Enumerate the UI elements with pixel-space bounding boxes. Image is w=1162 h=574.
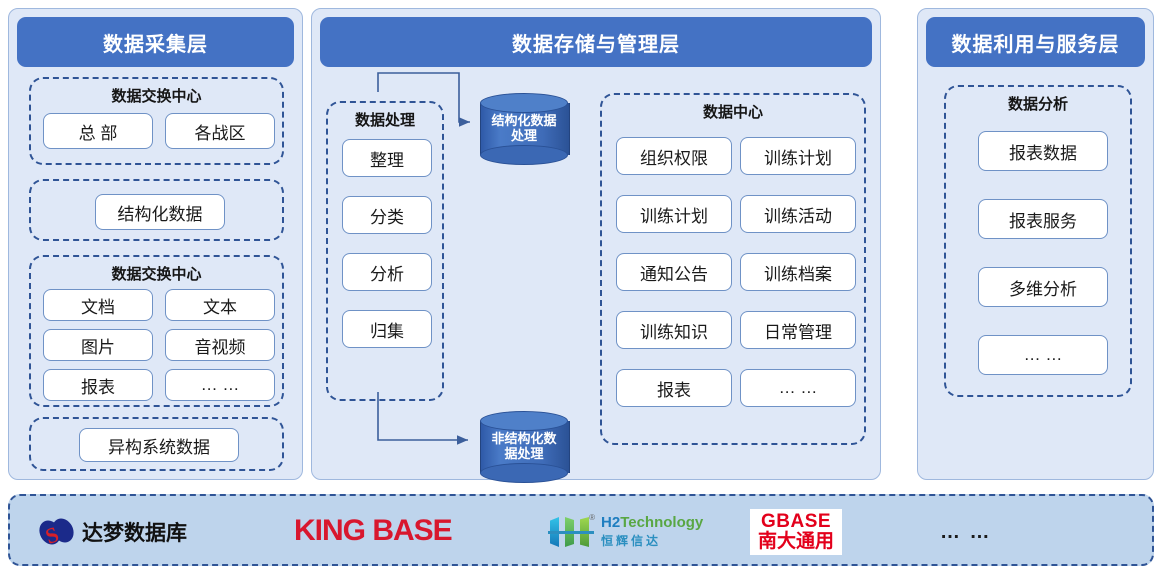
- vendor-h2technology-label-cn: 恒辉信达: [601, 533, 662, 548]
- chip-war-zones[interactable]: 各战区: [165, 113, 275, 149]
- chip-heterogeneous-system-data[interactable]: 异构系统数据: [79, 428, 239, 462]
- dameng-logo-icon: S: [35, 514, 78, 549]
- chip-analyze[interactable]: 分析: [342, 253, 432, 291]
- group-exchange-center-top: 数据交换中心 总 部 各战区: [29, 77, 284, 165]
- chip-more-collect[interactable]: … …: [165, 369, 275, 401]
- chip-training-plan-1[interactable]: 训练计划: [740, 137, 856, 175]
- chip-classify[interactable]: 分类: [342, 196, 432, 234]
- chip-training-plan-2[interactable]: 训练计划: [616, 195, 732, 233]
- cylinder-bottom-ellipse: [480, 463, 568, 483]
- panel-title-data-utilization-service: 数据利用与服务层: [926, 17, 1145, 67]
- vendor-gbase[interactable]: GBASE 南大通用: [750, 504, 843, 560]
- group-title-data-processing: 数据处理: [354, 112, 415, 129]
- vendor-dameng-label: 达梦数据库: [82, 522, 187, 545]
- gbase-logo-box: GBASE 南大通用: [750, 509, 843, 555]
- cylinder-label-line1: 结构化数据: [491, 113, 557, 129]
- registered-trademark-icon: ®: [589, 513, 595, 522]
- cylinder-top-ellipse: [480, 411, 568, 431]
- chip-daily-management[interactable]: 日常管理: [740, 311, 856, 349]
- chip-structured-data[interactable]: 结构化数据: [95, 194, 225, 230]
- chip-document[interactable]: 文档: [43, 289, 153, 321]
- panel-data-utilization-service: 数据利用与服务层 数据分析 报表数据 报表服务 多维分析 … …: [917, 8, 1154, 480]
- vendor-kingbase-label: KING BASE: [294, 514, 453, 547]
- chip-report-center[interactable]: 报表: [616, 369, 732, 407]
- group-data-center: 数据中心 组织权限 训练计划 训练计划 训练活动 通知公告 训练档案 训练知识 …: [600, 93, 866, 445]
- cylinder-bottom-ellipse: [480, 145, 568, 165]
- chip-training-archive[interactable]: 训练档案: [740, 253, 856, 291]
- panel-title-data-storage-management: 数据存储与管理层: [320, 17, 872, 67]
- group-title-data-analysis: 数据分析: [1007, 96, 1068, 113]
- cylinder-label-line1: 非结构化数: [491, 431, 557, 447]
- vendor-dameng[interactable]: S 达梦数据库: [35, 510, 187, 554]
- panel-data-collection: 数据采集层 数据交换中心 总 部 各战区 结构化数据 数据交换中心 文档 文本 …: [8, 8, 303, 480]
- group-heterogeneous-system: 异构系统数据: [29, 417, 284, 471]
- chip-aggregate[interactable]: 归集: [342, 310, 432, 348]
- vendor-gbase-label-cn: 南大通用: [758, 531, 835, 552]
- group-data-analysis: 数据分析 报表数据 报表服务 多维分析 … …: [944, 85, 1132, 397]
- group-title-exchange-center-top: 数据交换中心: [111, 88, 202, 105]
- chip-training-activity[interactable]: 训练活动: [740, 195, 856, 233]
- vendor-support-bar: S 达梦数据库 KING BASE ® H2Technology 恒辉信达: [8, 494, 1154, 566]
- h2-name-part2: Technology: [620, 514, 704, 532]
- cylinder-unstructured-processing: 非结构化数 据处理: [480, 411, 570, 483]
- chip-headquarters[interactable]: 总 部: [43, 113, 153, 149]
- vendor-kingbase[interactable]: KING BASE: [294, 508, 453, 554]
- cylinder-label-unstructured: 非结构化数 据处理: [480, 411, 568, 483]
- vendor-gbase-label-en: GBASE: [760, 511, 832, 533]
- vendor-h2technology[interactable]: ® H2Technology 恒辉信达: [548, 510, 703, 554]
- chip-image[interactable]: 图片: [43, 329, 153, 361]
- chip-audio-video[interactable]: 音视频: [165, 329, 275, 361]
- h2technology-logo-icon: ®: [548, 513, 595, 549]
- chip-report-service[interactable]: 报表服务: [978, 199, 1108, 239]
- vendor-more-label: … …: [940, 520, 992, 543]
- chip-sort-out[interactable]: 整理: [342, 139, 432, 177]
- chip-multidimensional-analysis[interactable]: 多维分析: [978, 267, 1108, 307]
- panel-data-storage-management: 数据存储与管理层 数据处理 整理 分类 分析 归集 数据中心 组织权限 训练计划…: [311, 8, 881, 483]
- group-title-exchange-center-bottom: 数据交换中心: [111, 266, 202, 283]
- chip-notice-announcement[interactable]: 通知公告: [616, 253, 732, 291]
- chip-text[interactable]: 文本: [165, 289, 275, 321]
- cylinder-structured-processing: 结构化数据 处理: [480, 93, 570, 165]
- chip-training-knowledge[interactable]: 训练知识: [616, 311, 732, 349]
- group-data-processing: 数据处理 整理 分类 分析 归集: [326, 101, 444, 401]
- chip-org-permission[interactable]: 组织权限: [616, 137, 732, 175]
- cylinder-top-ellipse: [480, 93, 568, 113]
- vendor-h2technology-label-en: H2Technology: [601, 515, 703, 532]
- h2-name-part1: H2: [601, 514, 621, 532]
- cylinder-label-line2: 据处理: [504, 446, 544, 461]
- chip-more-center[interactable]: … …: [740, 369, 856, 407]
- chip-more-analysis[interactable]: … …: [978, 335, 1108, 375]
- panel-title-data-collection: 数据采集层: [17, 17, 294, 67]
- group-title-data-center: 数据中心: [702, 104, 763, 121]
- vendor-more[interactable]: … …: [940, 514, 992, 550]
- group-structured-data: 结构化数据: [29, 179, 284, 241]
- group-exchange-center-bottom: 数据交换中心 文档 文本 图片 音视频 报表 … …: [29, 255, 284, 407]
- chip-report[interactable]: 报表: [43, 369, 153, 401]
- chip-report-data[interactable]: 报表数据: [978, 131, 1108, 171]
- cylinder-label-line2: 处理: [510, 128, 537, 143]
- cylinder-label-structured: 结构化数据 处理: [480, 93, 568, 165]
